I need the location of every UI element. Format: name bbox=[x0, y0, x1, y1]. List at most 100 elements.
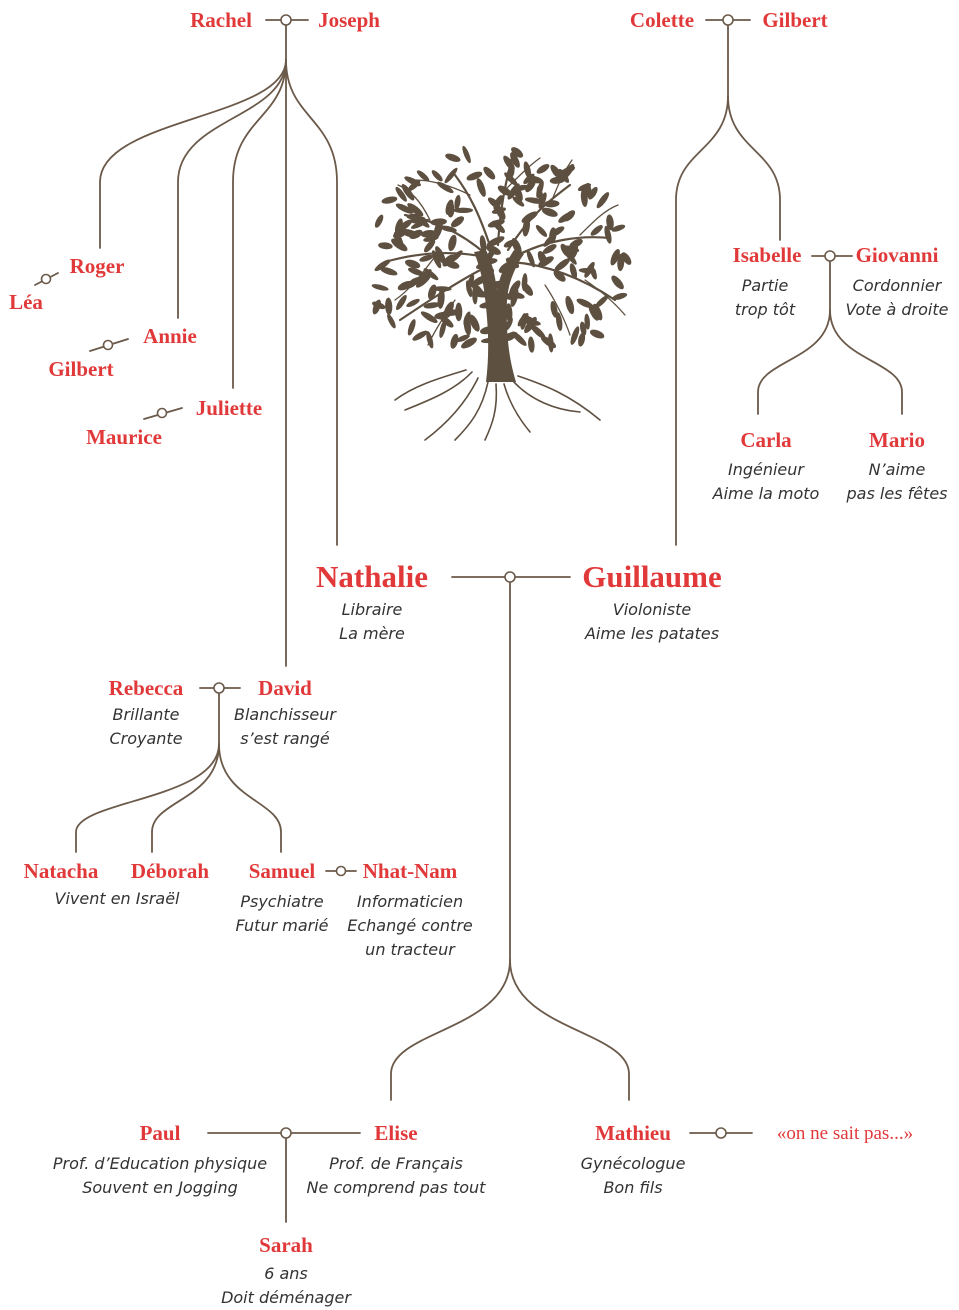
tree-leaf bbox=[397, 280, 413, 291]
tree-leaf bbox=[569, 238, 583, 249]
person-name-nhatnam: Nhat-Nam bbox=[362, 859, 458, 883]
person-name-natacha: Natacha bbox=[23, 859, 99, 883]
tree-leaf bbox=[537, 251, 548, 266]
tree-leaf bbox=[461, 337, 477, 349]
tree-leaf bbox=[493, 195, 503, 210]
person-name-guillaume: Guillaume bbox=[582, 559, 722, 594]
tree-leaf bbox=[445, 260, 460, 269]
tree-leaf bbox=[393, 229, 407, 239]
tree-leaf bbox=[508, 291, 525, 299]
tree-leaf bbox=[569, 244, 579, 260]
tree-leaf bbox=[550, 164, 562, 179]
tree-leaf bbox=[612, 292, 628, 300]
tree-leaf bbox=[450, 216, 465, 228]
tree-leaf bbox=[466, 171, 483, 181]
tree-leaf bbox=[407, 203, 424, 217]
tree-leaf bbox=[565, 295, 575, 315]
tree-leaf bbox=[523, 161, 532, 179]
person-desc-natacha-deborah: Vivent en Israël bbox=[54, 889, 180, 908]
tree-leaf bbox=[530, 324, 546, 339]
tree-leaf bbox=[391, 238, 408, 252]
person-name-joseph: Joseph bbox=[318, 8, 380, 32]
tree-leaf bbox=[606, 214, 614, 231]
tree-leaf bbox=[554, 258, 570, 272]
tree-leaf bbox=[621, 252, 632, 265]
person-name-david: David bbox=[258, 676, 312, 700]
tree-leaf bbox=[423, 268, 439, 281]
tree-leaf bbox=[590, 266, 597, 280]
tree-icon bbox=[371, 145, 632, 441]
person-name-gilbert-top: Gilbert bbox=[762, 8, 828, 32]
tree-leaf bbox=[445, 199, 454, 215]
person-name-colette: Colette bbox=[629, 8, 695, 32]
tree-leaf bbox=[547, 333, 554, 353]
tree-leaf bbox=[585, 182, 592, 198]
tree-leaf bbox=[396, 219, 413, 233]
tree-leaf bbox=[444, 167, 458, 184]
person-name-elise: Elise bbox=[374, 1121, 418, 1145]
tree-leaf bbox=[536, 164, 550, 174]
tree-leaf bbox=[483, 166, 496, 180]
tree-leaf bbox=[439, 320, 447, 338]
tree-leaf bbox=[550, 301, 558, 318]
tree-leaf bbox=[535, 225, 548, 237]
person-name-gilbert-left: Gilbert bbox=[48, 357, 114, 381]
person-name-nathalie: Nathalie bbox=[316, 559, 428, 594]
tree-leaf bbox=[408, 267, 424, 276]
tree-leaf bbox=[406, 298, 420, 308]
tree-leaf bbox=[427, 284, 437, 300]
tree-leaf bbox=[423, 239, 436, 253]
tree-leaf bbox=[611, 275, 624, 290]
tree-leaf bbox=[419, 254, 434, 262]
tree-leaf bbox=[558, 211, 574, 223]
tree-leaf bbox=[617, 253, 625, 272]
person-name-annie: Annie bbox=[143, 324, 197, 348]
tree-leaf bbox=[560, 243, 571, 258]
tree-leaf bbox=[584, 261, 595, 278]
tree-leaf bbox=[431, 170, 443, 182]
tree-leaf bbox=[462, 145, 471, 164]
tree-leaf bbox=[604, 225, 612, 244]
tree-leaf bbox=[553, 270, 566, 282]
tree-leaf bbox=[512, 196, 525, 207]
tree-leaf bbox=[380, 267, 398, 276]
tree-leaf bbox=[396, 294, 407, 311]
tree-leaf bbox=[610, 248, 620, 266]
tree-leaf bbox=[412, 330, 428, 341]
tree-leaf bbox=[542, 244, 557, 254]
tree-leaf bbox=[431, 250, 442, 269]
tree-leaf bbox=[374, 214, 384, 228]
tree-leaf bbox=[472, 286, 478, 305]
person-name-deborah: Déborah bbox=[130, 859, 210, 883]
tree-leaf bbox=[450, 333, 459, 349]
tree-leaf bbox=[448, 234, 457, 252]
tree-leaf bbox=[579, 321, 587, 336]
tree-leaf bbox=[469, 314, 480, 332]
tree-leaf bbox=[511, 331, 527, 346]
person-name-rachel: Rachel bbox=[190, 8, 252, 32]
tree-leaf bbox=[569, 263, 578, 279]
tree-leaf bbox=[541, 207, 558, 217]
tree-leaf bbox=[407, 180, 421, 192]
tree-leaf bbox=[517, 312, 529, 327]
person-name-giovanni: Giovanni bbox=[855, 243, 939, 267]
tree-leaf bbox=[558, 166, 576, 176]
tree-leaf bbox=[528, 336, 535, 353]
person-name-mario: Mario bbox=[869, 428, 925, 452]
tree-leaf bbox=[611, 224, 626, 232]
person-name-lea: Léa bbox=[9, 290, 43, 314]
tree-leaf bbox=[523, 173, 535, 185]
tree-leaf bbox=[476, 178, 486, 197]
tree-leaf bbox=[426, 331, 434, 349]
